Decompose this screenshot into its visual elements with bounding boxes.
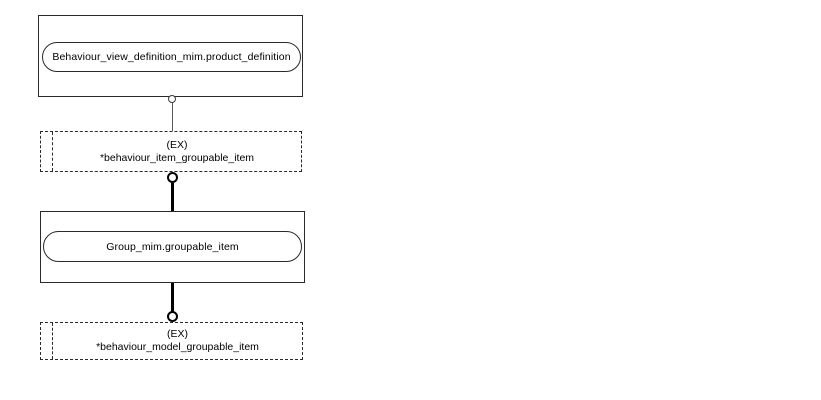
schema-ref-box-behaviour-model-groupable-item: (EX) *behaviour_model_groupable_item	[40, 322, 303, 360]
ref-box-inner-rule	[52, 323, 53, 359]
ref-tag: (EX)	[167, 328, 188, 340]
connector-line-thick	[171, 283, 174, 312]
ref-label: *behaviour_model_groupable_item	[96, 341, 259, 353]
connector-line-thick	[171, 183, 174, 211]
ref-box-text: (EX) *behaviour_model_groupable_item	[53, 323, 302, 359]
ref-label: *behaviour_item_groupable_item	[99, 151, 255, 164]
connector-line-thin	[172, 103, 173, 131]
connector-terminator-open-circle-thin	[168, 95, 176, 103]
connector-terminator-open-circle-thick	[167, 311, 178, 322]
entity-label-product-definition: Behaviour_view_definition_mim.product_de…	[52, 51, 291, 63]
entity-label-groupable-item: Group_mim.groupable_item	[106, 240, 239, 253]
entity-oval-groupable-item: Group_mim.groupable_item	[43, 231, 302, 262]
connector-terminator-open-circle-thick	[167, 172, 178, 183]
entity-oval-product-definition: Behaviour_view_definition_mim.product_de…	[42, 42, 301, 72]
schema-ref-box-behaviour-item-groupable-item: (EX) *behaviour_item_groupable_item	[40, 131, 302, 172]
ref-box-inner-rule	[52, 132, 53, 171]
ref-box-text: (EX) *behaviour_item_groupable_item	[53, 132, 301, 171]
ref-tag: (EX)	[166, 138, 188, 151]
